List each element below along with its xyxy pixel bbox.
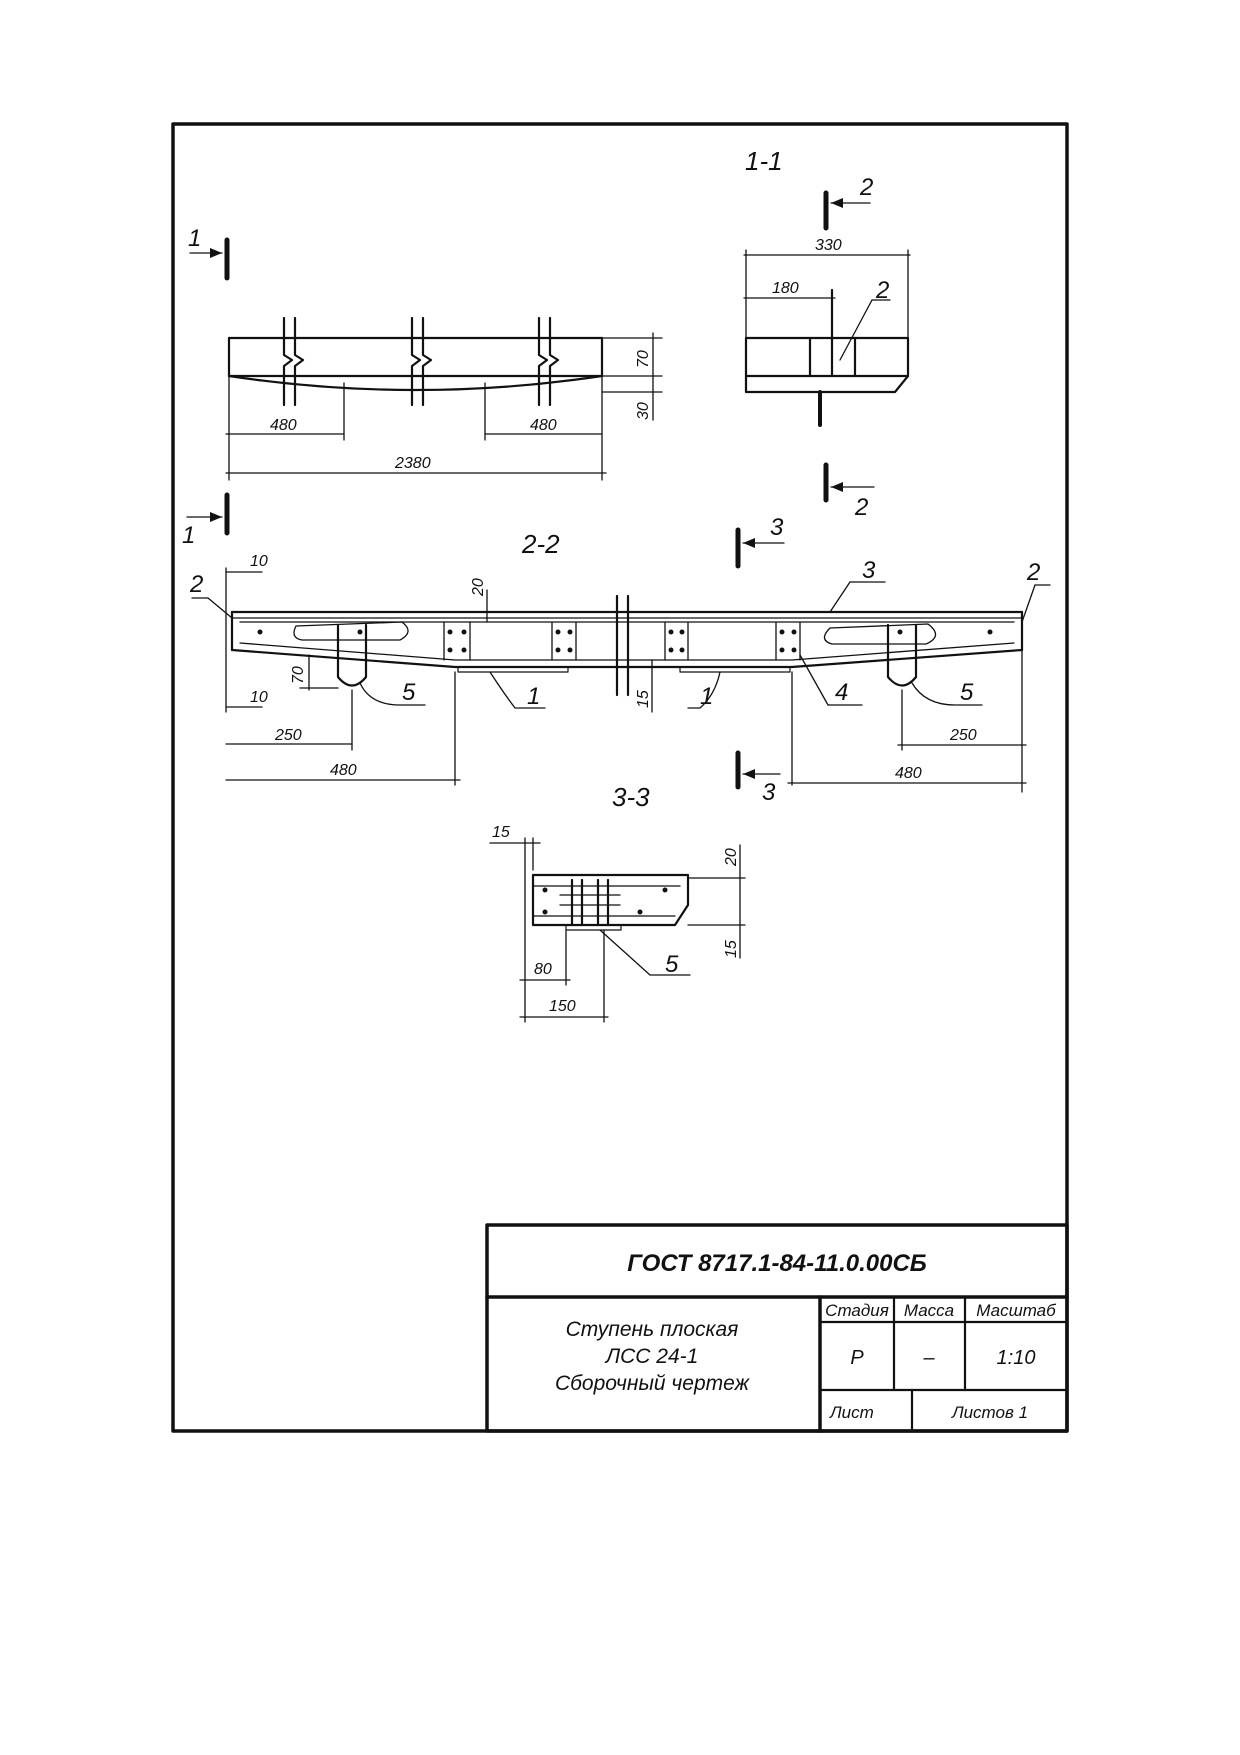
section-1-1-callout-2: 2 xyxy=(875,277,889,304)
section-2-2-callout-5-left: 5 xyxy=(402,679,416,706)
section-3-3-callout-5: 5 xyxy=(665,951,679,978)
section-3-3-title: 3-3 xyxy=(612,782,650,812)
section-3-3-dim-width: 150 xyxy=(549,998,576,1015)
section-2-2-dim-loop-height: 70 xyxy=(290,666,307,684)
section-2-2-dim-end-right: 480 xyxy=(895,765,922,782)
title-block-name-line2: ЛСС 24-1 xyxy=(604,1345,699,1368)
section-2-2-callout-2-right: 2 xyxy=(1026,559,1040,586)
section-3-3-dim-bottom: 15 xyxy=(723,940,740,958)
plan-dim-end-left: 480 xyxy=(270,417,297,434)
section-1-1-dim-half: 180 xyxy=(772,280,799,297)
section-2-2-callout-5-right: 5 xyxy=(960,679,974,706)
section-2-2-dim-bottom-thickness: 15 xyxy=(635,690,652,708)
section-3-3-dim-top: 20 xyxy=(723,848,740,867)
cut-marker-2-bottom-label: 2 xyxy=(854,494,868,521)
title-block-mass-header: Масса xyxy=(904,1301,954,1320)
section-2-2-dim-bottom-cover: 10 xyxy=(250,689,268,706)
plan-dim-end-right: 480 xyxy=(530,417,557,434)
section-1-1-dim-width: 330 xyxy=(815,237,842,254)
section-2-2-callout-4: 4 xyxy=(835,679,848,706)
section-2-2-dim-top-cover: 10 xyxy=(250,553,268,570)
section-3-3: 3-3 15 20 15 80 150 5 xyxy=(489,782,746,1023)
section-3-3-dim-cover: 15 xyxy=(492,824,510,841)
title-block-name-line1: Ступень плоская xyxy=(566,1318,739,1341)
title-block-mass-value: – xyxy=(922,1347,935,1369)
cut-marker-3-bottom-label: 3 xyxy=(762,779,776,806)
section-2-2-title: 2-2 xyxy=(521,529,560,559)
section-1-1-title: 1-1 xyxy=(745,146,783,176)
cut-marker-1-top-label: 1 xyxy=(188,225,201,252)
section-1-1: 1-1 2 330 180 2 2 xyxy=(743,146,911,521)
plan-dim-length: 2380 xyxy=(394,455,431,472)
plan-dim-height-bottom: 30 xyxy=(635,402,652,420)
loop-right xyxy=(886,623,918,687)
sheet-frame xyxy=(171,122,1069,1433)
section-2-2-dim-top-thickness: 20 xyxy=(470,578,487,597)
cut-marker-2-top-label: 2 xyxy=(859,174,873,201)
title-block-scale-header: Масштаб xyxy=(976,1301,1057,1320)
section-3-3-dim-inner: 80 xyxy=(534,961,552,978)
plan-dim-height-top: 70 xyxy=(635,350,652,368)
plan-view: 1 480 480 2380 70 30 xyxy=(182,225,663,549)
cut-marker-1-bottom-label: 1 xyxy=(182,522,195,549)
section-2-2: 2-2 3 xyxy=(189,514,1051,806)
cut-marker-3-top-label: 3 xyxy=(770,514,784,541)
section-2-2-studs xyxy=(257,621,993,661)
loop-left xyxy=(336,623,368,687)
section-2-2-dim-loop-left: 250 xyxy=(274,727,302,744)
section-2-2-callout-3: 3 xyxy=(862,557,876,584)
title-block-sheets-label: Листов 1 xyxy=(951,1403,1028,1422)
section-2-2-dim-loop-right: 250 xyxy=(949,727,977,744)
section-2-2-callout-2-left: 2 xyxy=(189,571,203,598)
title-block-stage-header: Стадия xyxy=(825,1301,889,1320)
section-2-2-dim-end-left: 480 xyxy=(330,762,357,779)
title-block-scale-value: 1:10 xyxy=(997,1347,1036,1369)
plan-break-lines xyxy=(282,316,560,407)
title-block-code: ГОСТ 8717.1-84-11.0.00СБ xyxy=(627,1250,927,1277)
title-block: ГОСТ 8717.1-84-11.0.00СБ Ступень плоская… xyxy=(485,1223,1069,1433)
section-2-2-callout-1-left: 1 xyxy=(527,683,540,710)
title-block-sheet-label: Лист xyxy=(829,1403,874,1422)
section-2-2-callout-1-right: 1 xyxy=(700,683,713,710)
title-block-name-line3: Сборочный чертеж xyxy=(555,1372,751,1395)
title-block-stage-value: Р xyxy=(850,1347,864,1369)
